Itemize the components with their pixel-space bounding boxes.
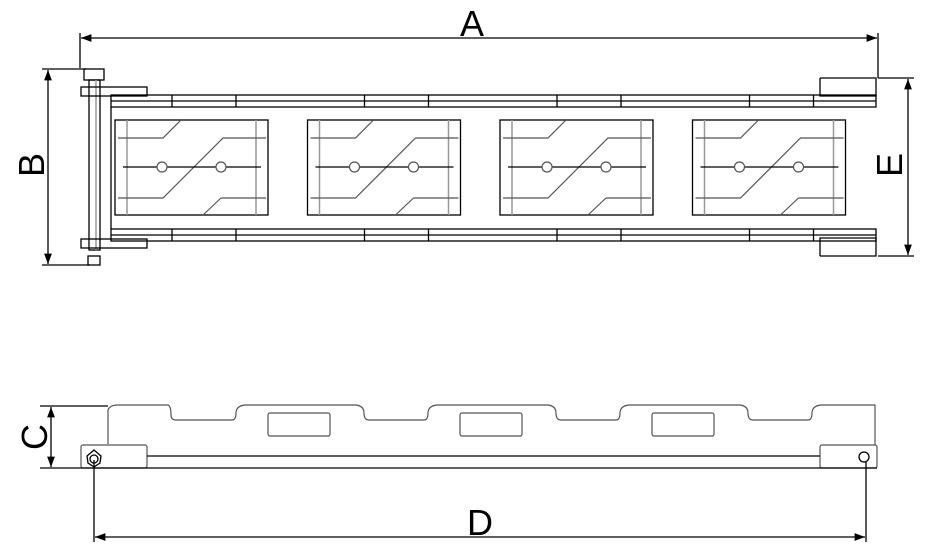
label-c: C: [14, 424, 55, 450]
bolt-hole-icon: [792, 161, 805, 173]
bolt-hole-icon: [541, 161, 553, 173]
label-e: E: [869, 153, 910, 177]
dimension-a: A: [79, 3, 879, 78]
side-view: C D: [14, 404, 878, 543]
dimension-b: B: [11, 68, 90, 266]
module-panel: [306, 95, 462, 241]
module-panel: [691, 95, 847, 241]
top-view: [80, 68, 877, 266]
dimension-e: E: [869, 77, 914, 257]
side-slot: [267, 412, 331, 437]
label-a: A: [460, 3, 484, 44]
bolt-hole-icon: [407, 161, 420, 173]
label-d: D: [467, 502, 493, 543]
bolt-hole-icon: [215, 161, 227, 173]
module-panel: [114, 95, 269, 241]
bolt-hole-icon: [600, 161, 612, 173]
side-slot: [459, 412, 523, 437]
bolt-hole-icon: [156, 161, 168, 173]
label-b: B: [11, 153, 52, 177]
module-panel: [499, 95, 654, 241]
bolt-hole-icon: [348, 161, 361, 173]
bolt-hole-icon: [733, 161, 746, 173]
side-slot: [651, 412, 715, 437]
